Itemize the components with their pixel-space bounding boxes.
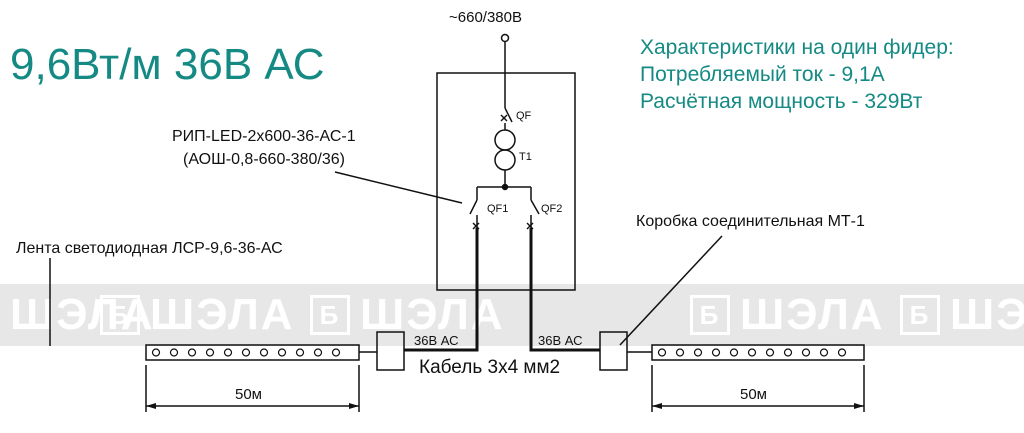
specs-current: Потребляемый ток - 9,1А xyxy=(640,63,885,86)
led-dot xyxy=(657,348,667,357)
led-dot xyxy=(801,348,811,357)
qf1-label: QF1 xyxy=(487,203,509,215)
dim-arrow xyxy=(652,403,662,409)
box-leader-line xyxy=(619,235,723,346)
watermark-band xyxy=(0,284,1024,346)
dim-arrow xyxy=(349,403,359,409)
qf2-blade xyxy=(530,199,540,215)
junction-box-left xyxy=(376,331,405,371)
qf-label: QF xyxy=(516,110,532,122)
qf1-x-mark xyxy=(472,222,480,230)
cable-label: Кабель 3х4 мм2 xyxy=(419,357,561,378)
t1-label: T1 xyxy=(519,151,532,163)
led-dot xyxy=(765,348,775,357)
voltage-right: 36В АС xyxy=(538,333,583,348)
watermark-logo-icon: Б xyxy=(900,295,940,335)
junction-box-right xyxy=(599,331,628,371)
led-dot xyxy=(205,348,215,357)
led-dot xyxy=(295,348,305,357)
specs-block: Характеристики на один фидер: Потребляем… xyxy=(640,34,954,115)
watermark-text: ШЭЛА xyxy=(950,290,1024,339)
supply-label: ~660/380В xyxy=(449,9,522,26)
transformer-coil-top xyxy=(494,129,516,151)
supply-terminal xyxy=(500,33,510,43)
watermark-logo-icon: Б xyxy=(100,295,140,335)
led-dot xyxy=(223,348,233,357)
qf2-x-mark xyxy=(526,222,534,230)
watermark-text: ШЭЛА xyxy=(360,290,505,339)
specs-heading: Характеристики на один фидер: xyxy=(640,36,954,59)
rip-leader-line xyxy=(334,171,463,204)
rip-label-line2: (АОШ-0,8-660-380/36) xyxy=(183,151,345,168)
led-dot xyxy=(693,348,703,357)
led-dot xyxy=(151,348,161,357)
qf2-label: QF2 xyxy=(541,203,563,215)
length-left: 50м xyxy=(235,386,262,403)
led-dot xyxy=(187,348,197,357)
qf-x-mark xyxy=(500,114,508,122)
led-dot xyxy=(169,348,179,357)
led-dot xyxy=(783,348,793,357)
dim-arrow xyxy=(146,403,156,409)
watermark-logo-icon: Б xyxy=(690,295,730,335)
specs-power: Расчётная мощность - 329Вт xyxy=(640,90,923,113)
led-dot xyxy=(277,348,287,357)
voltage-left: 36В АС xyxy=(414,333,459,348)
led-dot xyxy=(241,348,251,357)
dim-arrow xyxy=(854,403,864,409)
led-dot xyxy=(819,348,829,357)
led-dot xyxy=(259,348,269,357)
strip-label: Лента светодиодная ЛСР-9,6-36-АС xyxy=(16,240,283,257)
watermark-logo-icon: Б xyxy=(310,295,350,335)
led-dot xyxy=(331,348,341,357)
watermark-text: ШЭЛА xyxy=(740,290,885,339)
led-dot xyxy=(747,348,757,357)
qf-blade xyxy=(504,107,513,123)
cabinet-box xyxy=(436,72,576,291)
cable-left xyxy=(404,228,479,352)
led-dot xyxy=(313,348,323,357)
led-dot xyxy=(711,348,721,357)
transformer-coil-bottom xyxy=(494,149,516,171)
qf1-blade xyxy=(469,199,478,215)
led-dot xyxy=(837,348,847,357)
page-title: 9,6Вт/м 36В АС xyxy=(10,40,325,89)
led-dot xyxy=(675,348,685,357)
watermark-text: ШЭЛА xyxy=(10,290,155,339)
rip-label-line1: РИП-LED-2х600-36-АС-1 xyxy=(172,128,356,145)
box-label: Коробка соединительная МТ-1 xyxy=(636,213,865,230)
cable-right xyxy=(529,228,600,352)
length-right: 50м xyxy=(740,386,767,403)
led-dot xyxy=(729,348,739,357)
watermark-text: ШЭЛА xyxy=(150,290,295,339)
